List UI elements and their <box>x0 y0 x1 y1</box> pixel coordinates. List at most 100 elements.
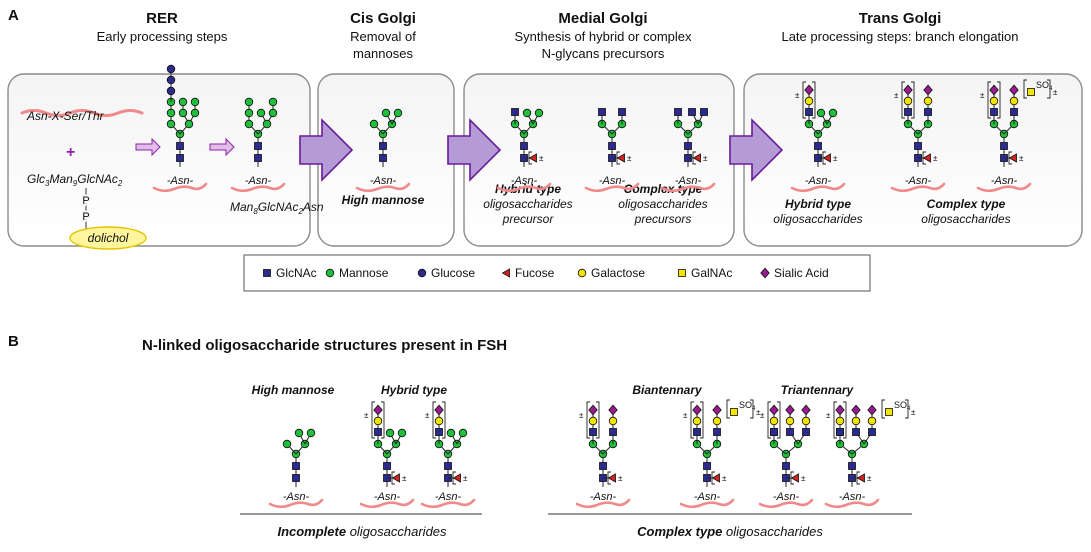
mannose-residue <box>268 97 278 107</box>
plus-minus-sign: ± <box>627 154 632 163</box>
plus-minus-sign: ± <box>833 154 838 163</box>
galactose-residue <box>804 96 814 106</box>
sialic-acid-residue <box>373 404 383 416</box>
fucose-residue <box>790 473 799 483</box>
optional-bracket <box>822 151 826 165</box>
category-high-mannose: High mannose <box>252 383 335 397</box>
mannose-residue <box>244 108 254 118</box>
legend-label-mannose: Mannose <box>339 266 389 280</box>
category-triantennary: Triantennary <box>781 383 855 397</box>
optional-bracket <box>692 151 696 165</box>
mannose-residue <box>282 439 292 449</box>
glcnac-residue <box>693 428 701 436</box>
glcnac-residue <box>609 428 617 436</box>
optional-bracket <box>802 81 806 119</box>
plus-minus-sign: ± <box>1053 88 1058 97</box>
sialic-acid-residue <box>785 404 795 416</box>
fucose-residue <box>856 473 865 483</box>
optional-bracket <box>371 401 375 439</box>
peptide-backbone-curve <box>496 182 552 193</box>
optional-bracket <box>432 401 436 439</box>
sulfate-label: SO4 <box>1036 80 1053 92</box>
glcnac-residue <box>608 142 616 150</box>
sialic-acid-residue <box>804 84 814 96</box>
glcnac-residue <box>852 428 860 436</box>
phosphate-1: P <box>82 195 89 207</box>
transition-arrow-cis-to-medial <box>447 118 502 182</box>
optional-bracket <box>607 471 611 485</box>
glcnac-residue <box>374 428 382 436</box>
legend-sialic-acid-icon <box>760 267 770 279</box>
asn-residue-label: -Asn- <box>435 491 462 503</box>
small-arrow-1 <box>135 137 161 157</box>
legend-fucose-icon <box>501 268 510 278</box>
dolichol-label: dolichol <box>88 231 129 245</box>
peptide-backbone-curve <box>268 498 324 509</box>
peptide-backbone-curve <box>152 182 208 193</box>
sequon-label: Asn-X-Ser/Thr <box>26 109 105 123</box>
peptide-backbone-curve <box>420 498 476 509</box>
mannose-residue <box>306 428 316 438</box>
mannose-residue <box>294 428 304 438</box>
plus-minus-sign: ± <box>826 411 831 420</box>
galactose-residue <box>1009 96 1019 106</box>
optional-bracket <box>901 81 905 119</box>
glcnac-residue <box>1000 142 1008 150</box>
optional-bracket <box>528 151 532 165</box>
mannose-residue <box>522 108 532 118</box>
legend-label-fucose: Fucose <box>515 266 555 280</box>
fucose-residue <box>616 153 625 163</box>
plus-minus-sign: ± <box>795 91 800 100</box>
galactose-residue <box>712 416 722 426</box>
plus-minus-sign: ± <box>980 91 985 100</box>
optional-bracket <box>1008 151 1012 165</box>
galactose-residue <box>835 416 845 426</box>
glcnac-residue <box>379 142 387 150</box>
mannose-residue <box>385 428 395 438</box>
peptide-backbone-curve <box>355 182 411 193</box>
asn-residue-label: -Asn- <box>283 491 310 503</box>
galactose-residue <box>867 416 877 426</box>
asn-residue-label: -Asn- <box>773 491 800 503</box>
sialic-acid-residue <box>851 404 861 416</box>
optional-bracket <box>726 399 730 419</box>
plus-minus-sign: ± <box>911 408 916 417</box>
sialic-acid-residue <box>903 84 913 96</box>
fucose-residue <box>822 153 831 163</box>
asn-residue-label: -Asn- <box>370 175 397 187</box>
peptide-backbone-curve <box>679 498 735 509</box>
optional-bracket <box>690 401 694 439</box>
asn-residue-label: -Asn- <box>805 175 832 187</box>
galactose-residue <box>608 416 618 426</box>
glcnac-residue <box>176 142 184 150</box>
mannose-residue <box>244 97 254 107</box>
sialic-acid-residue <box>692 404 702 416</box>
mannose-residue <box>534 108 544 118</box>
glucose-residue <box>166 86 176 96</box>
glcnac-residue <box>598 108 606 116</box>
fucose-residue <box>528 153 537 163</box>
mannose-residue <box>184 119 194 129</box>
asn-residue-label: -Asn- <box>839 491 866 503</box>
plus-minus-sign: ± <box>703 154 708 163</box>
trans-hybrid-label-line1: oligosaccharides <box>773 212 862 226</box>
optional-bracket <box>922 151 926 165</box>
glcnac-residue <box>383 462 391 470</box>
asn-residue-label: -Asn- <box>599 175 626 187</box>
mannose-residue <box>393 108 403 118</box>
plus-minus-sign: ± <box>364 411 369 420</box>
mannose-residue <box>166 108 176 118</box>
small-arrow-2 <box>209 137 235 157</box>
optional-bracket <box>987 81 991 119</box>
optional-bracket <box>596 401 600 439</box>
sialic-acid-residue <box>608 404 618 416</box>
mannose-residue <box>256 108 266 118</box>
optional-bracket <box>777 401 781 439</box>
optional-bracket <box>391 471 395 485</box>
glcnac-residue <box>292 474 300 482</box>
mannose-residue <box>190 108 200 118</box>
transition-arrow-rer-to-cis <box>299 118 354 182</box>
sialic-acid-residue <box>835 404 845 416</box>
peptide-backbone-curve <box>660 182 716 193</box>
